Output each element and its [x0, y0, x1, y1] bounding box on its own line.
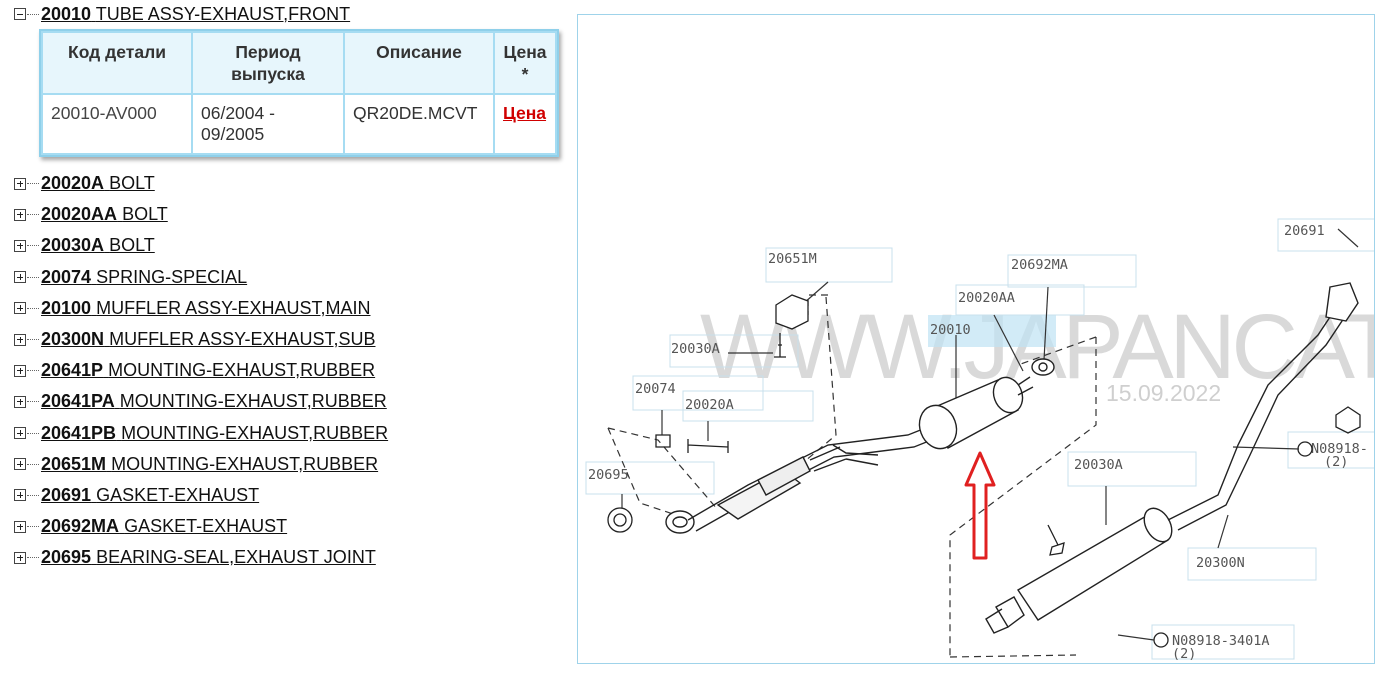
- callout-nut-upper: N08918-: [1311, 441, 1368, 457]
- tree-connector: [27, 245, 39, 247]
- tree-node: 20651M MOUNTING-EXHAUST,RUBBER: [14, 449, 574, 480]
- tree-node: 20074 SPRING-SPECIAL: [14, 262, 574, 293]
- tree-node-link[interactable]: 20651M MOUNTING-EXHAUST,RUBBER: [41, 453, 379, 474]
- highlight-box: [928, 315, 1056, 347]
- tree-connector: [27, 494, 39, 496]
- expand-toggle-icon[interactable]: [14, 208, 26, 221]
- callout-20691: 20691: [1284, 223, 1325, 239]
- front-muffler: [918, 358, 1055, 450]
- cell-part-code: 20010-AV000: [41, 93, 193, 155]
- callout-nut-lower-qty: (2): [1172, 646, 1196, 662]
- cell-period: 06/2004 - 09/2005: [191, 93, 345, 155]
- tree-node-link[interactable]: 20641P MOUNTING-EXHAUST,RUBBER: [41, 360, 376, 381]
- tree-connector: [27, 339, 39, 341]
- tree-node-link[interactable]: 20010 TUBE ASSY-EXHAUST,FRONT: [41, 3, 351, 24]
- tree-node-link[interactable]: 20300N MUFFLER ASSY-EXHAUST,SUB: [41, 329, 376, 350]
- diagram-labels: 20651M 20692MA 20020AA 20010 20030A 2007…: [588, 223, 1368, 662]
- tree-node: 20641P MOUNTING-EXHAUST,RUBBER: [14, 355, 574, 386]
- callout-20020AA: 20020AA: [958, 290, 1015, 306]
- callout-20692MA: 20692MA: [1011, 257, 1068, 273]
- tree-node-link[interactable]: 20020AA BOLT: [41, 204, 168, 225]
- label-boxes: [585, 218, 1374, 660]
- expand-toggle-icon[interactable]: [14, 177, 26, 190]
- tree-node: 20020AA BOLT: [14, 199, 574, 230]
- collapse-toggle-icon[interactable]: [14, 8, 26, 20]
- tree-connector: [27, 370, 39, 372]
- front-tube: [665, 426, 935, 534]
- callout-20074: 20074: [635, 381, 676, 397]
- tree-connector: [27, 307, 39, 309]
- tree-connector: [27, 214, 39, 216]
- tree-node: 20695 BEARING-SEAL,EXHAUST JOINT: [14, 542, 574, 573]
- callout-20020A: 20020A: [685, 397, 734, 413]
- tree-connector: [27, 183, 39, 185]
- tree-node: 20030A BOLT: [14, 230, 574, 261]
- expand-toggle-icon[interactable]: [14, 239, 26, 252]
- callout-20030A-lower: 20030A: [1074, 457, 1123, 473]
- tree-node: 20641PA MOUNTING-EXHAUST,RUBBER: [14, 386, 574, 417]
- expand-toggle-icon[interactable]: [14, 302, 26, 315]
- expand-toggle-icon[interactable]: [14, 458, 26, 471]
- header-price: Цена *: [493, 31, 557, 95]
- tree-node: 20100 MUFFLER ASSY-EXHAUST,MAIN: [14, 293, 574, 324]
- callout-20651M: 20651M: [768, 251, 817, 267]
- tree-node: 20692MA GASKET-EXHAUST: [14, 511, 574, 542]
- tree-node-20010: 20010 TUBE ASSY-EXHAUST,FRONT: [14, 2, 574, 26]
- expand-toggle-icon[interactable]: [14, 427, 26, 440]
- callout-20300N: 20300N: [1196, 555, 1245, 571]
- expand-toggle-icon[interactable]: [14, 333, 26, 346]
- tree-node-link[interactable]: 20641PB MOUNTING-EXHAUST,RUBBER: [41, 422, 389, 443]
- tree-connector: [27, 13, 39, 15]
- exhaust-diagram[interactable]: WWW.JAPANCAT 15.09.2022 20651M 20692MA 2…: [577, 14, 1375, 664]
- rear-muffler: [985, 282, 1359, 634]
- table-row: 20010-AV000 06/2004 - 09/2005 QR20DE.MCV…: [41, 93, 557, 155]
- small-parts: [607, 294, 1361, 556]
- tree-node-link[interactable]: 20695 BEARING-SEAL,EXHAUST JOINT: [41, 547, 376, 568]
- tree-connector: [27, 432, 39, 434]
- price-link[interactable]: Цена: [503, 103, 547, 123]
- expand-toggle-icon[interactable]: [14, 271, 26, 284]
- callout-20010: 20010: [930, 322, 971, 338]
- tree-connector: [27, 463, 39, 465]
- tree-node: 20020A BOLT: [14, 168, 574, 199]
- leader-lines: [621, 228, 1359, 641]
- tree-node-link[interactable]: 20074 SPRING-SPECIAL: [41, 266, 248, 287]
- tree-node-link[interactable]: 20692MA GASKET-EXHAUST: [41, 516, 288, 537]
- expand-toggle-icon[interactable]: [14, 364, 26, 377]
- tree-connector: [27, 557, 39, 559]
- nut-symbols: [1153, 441, 1313, 648]
- header-part-code: Код детали: [41, 31, 193, 95]
- tree-node-link[interactable]: 20641PA MOUNTING-EXHAUST,RUBBER: [41, 391, 387, 412]
- dashed-boundaries: [607, 294, 1097, 658]
- tree-node: 20691 GASKET-EXHAUST: [14, 480, 574, 511]
- callout-20030A: 20030A: [671, 341, 720, 357]
- tree-connector: [27, 276, 39, 278]
- tree-node: 20300N MUFFLER ASSY-EXHAUST,SUB: [14, 324, 574, 355]
- tree-connector: [27, 401, 39, 403]
- callout-20695: 20695: [588, 467, 629, 483]
- expand-toggle-icon[interactable]: [14, 489, 26, 502]
- tree-node-link[interactable]: 20100 MUFFLER ASSY-EXHAUST,MAIN: [41, 297, 371, 318]
- tree-connector: [27, 526, 39, 528]
- tree-node-link[interactable]: 20030A BOLT: [41, 235, 155, 256]
- header-description: Описание: [343, 31, 495, 95]
- table-header-row: Код детали Период выпуска Описание Цена …: [41, 31, 557, 95]
- tree-items: 20020A BOLT 20020AA BOLT 20030A BOLT 200…: [14, 168, 574, 573]
- callout-nut-lower: N08918-3401A: [1172, 633, 1270, 649]
- tree-node-link[interactable]: 20020A BOLT: [41, 173, 155, 194]
- diagram-drawing: WWW.JAPANCAT 15.09.2022 20651M 20692MA 2…: [585, 218, 1374, 662]
- tree-node-link[interactable]: 20691 GASKET-EXHAUST: [41, 484, 260, 505]
- header-period: Период выпуска: [191, 31, 345, 95]
- highlight-arrow-icon: [964, 451, 996, 560]
- tree-node: 20641PB MOUNTING-EXHAUST,RUBBER: [14, 418, 574, 449]
- cell-price: Цена: [493, 93, 557, 155]
- callout-nut-upper-qty: (2): [1324, 454, 1348, 470]
- expand-toggle-icon[interactable]: [14, 520, 26, 533]
- expand-toggle-icon[interactable]: [14, 395, 26, 408]
- part-detail-table: Код детали Период выпуска Описание Цена …: [39, 29, 559, 157]
- cell-description: QR20DE.MCVT: [343, 93, 495, 155]
- expand-toggle-icon[interactable]: [14, 551, 26, 564]
- watermark-date: 15.09.2022: [1106, 380, 1221, 406]
- parts-tree: 20010 TUBE ASSY-EXHAUST,FRONT 20020A BOL…: [14, 2, 574, 573]
